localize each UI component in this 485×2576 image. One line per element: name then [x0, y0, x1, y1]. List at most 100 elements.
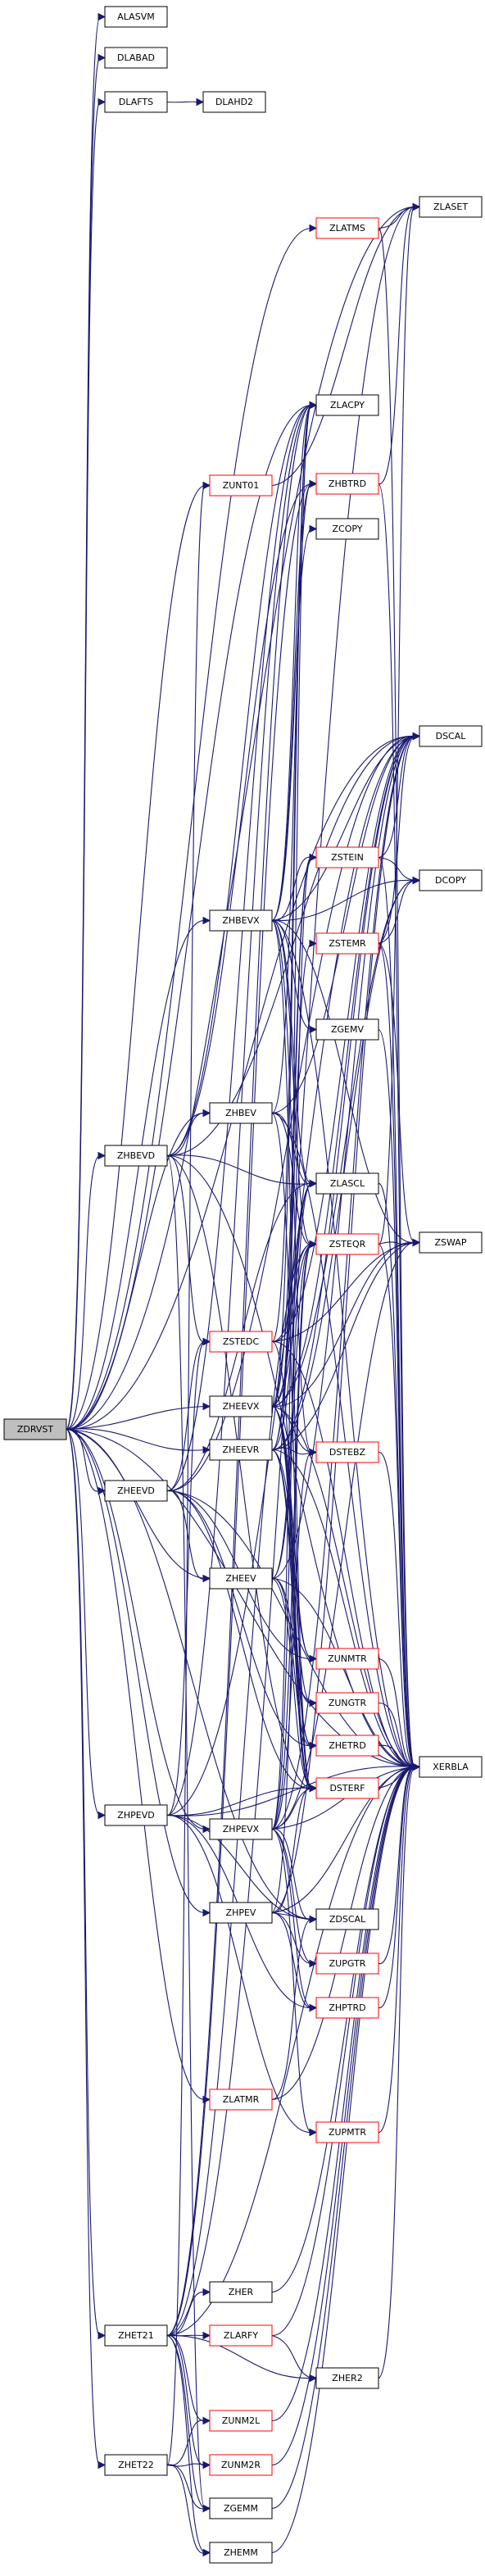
node-label: ZUNT01 — [223, 480, 260, 491]
node-zhpevx[interactable]: ZHPEVX — [209, 1818, 273, 1840]
edge-zhpevx-to-zswap — [271, 1238, 421, 1830]
edge-line — [378, 227, 415, 1768]
node-label: ZLASET — [433, 202, 468, 212]
node-zlacpy[interactable]: ZLACPY — [315, 394, 379, 416]
node-zstemr[interactable]: ZSTEMR — [315, 932, 379, 955]
node-zupgtr[interactable]: ZUPGTR — [315, 1952, 379, 1975]
node-box — [419, 1756, 483, 1778]
node-zgemv[interactable]: ZGEMV — [315, 1018, 379, 1041]
node-box — [209, 2542, 273, 2564]
node-zlatms[interactable]: ZLATMS — [315, 217, 379, 239]
edge-line — [66, 16, 101, 1431]
edge-line — [166, 1490, 206, 1580]
node-zhet22[interactable]: ZHET22 — [104, 2454, 168, 2476]
node-alasvm[interactable]: ALASVM — [104, 6, 168, 28]
edge-line — [271, 879, 415, 1408]
node-xerbla[interactable]: XERBLA — [419, 1756, 483, 1778]
node-zunm2r[interactable]: ZUNM2R — [209, 2454, 273, 2476]
node-box — [315, 1233, 379, 1255]
node-zheevr[interactable]: ZHEEVR — [209, 1439, 273, 1461]
edge-line — [271, 735, 415, 1830]
edge-zdrvst-to-zhet21 — [66, 1428, 107, 2340]
edge-line — [166, 2464, 206, 2554]
node-zupmtr[interactable]: ZUPMTR — [315, 2121, 379, 2143]
node-zstein[interactable]: ZSTEIN — [315, 846, 379, 868]
edge-arrowhead — [412, 732, 421, 741]
node-zhet21[interactable]: ZHET21 — [104, 2324, 168, 2347]
edge-arrowhead — [309, 479, 318, 488]
node-dlahd2[interactable]: DLAHD2 — [202, 91, 266, 113]
node-zhbevx[interactable]: ZHBEVX — [209, 909, 273, 932]
node-zher2[interactable]: ZHER2 — [315, 2367, 379, 2389]
node-dscal[interactable]: DSCAL — [419, 725, 483, 747]
node-box — [315, 1441, 379, 1463]
node-zswap[interactable]: ZSWAP — [419, 1231, 483, 1254]
node-zheevx[interactable]: ZHEEVX — [209, 1395, 273, 1417]
node-zstedc[interactable]: ZSTEDC — [209, 1331, 273, 1353]
node-zhetrd[interactable]: ZHETRD — [315, 1735, 379, 1757]
node-zlatmr[interactable]: ZLATMR — [209, 2088, 273, 2111]
node-box — [315, 1777, 379, 1799]
node-dstebz[interactable]: DSTEBZ — [315, 1441, 379, 1463]
edge-arrowhead — [412, 202, 421, 211]
node-zunm2l[interactable]: ZUNM2L — [209, 2410, 273, 2432]
edge-line — [271, 1912, 312, 1965]
edge-line — [271, 1828, 312, 2009]
node-zhemm[interactable]: ZHEMM — [209, 2542, 273, 2564]
edge-zhet22-to-zunm2l — [166, 2416, 211, 2466]
node-zhpevd[interactable]: ZHPEVD — [104, 1804, 168, 1826]
node-zheevd[interactable]: ZHEEVD — [104, 1480, 168, 1502]
node-box — [315, 1952, 379, 1975]
node-dlafts[interactable]: DLAFTS — [104, 91, 168, 113]
node-label: ZSTEDC — [223, 1336, 260, 1347]
node-zlarfy[interactable]: ZLARFY — [209, 2324, 273, 2347]
node-zunt01[interactable]: ZUNT01 — [209, 474, 273, 497]
edge-zdrvst-to-zlatmr — [66, 1428, 211, 2104]
node-zlascl[interactable]: ZLASCL — [315, 1172, 379, 1195]
node-zhpev[interactable]: ZHPEV — [209, 1902, 273, 1924]
node-zhbevd[interactable]: ZHBEVD — [104, 1145, 168, 1167]
node-zdrvst[interactable]: ZDRVST — [3, 1418, 67, 1440]
node-zunmtr[interactable]: ZUNMTR — [315, 1648, 379, 1670]
node-zgemm[interactable]: ZGEMM — [209, 2497, 273, 2519]
edge-line — [166, 1154, 312, 1185]
edge-line — [378, 1766, 415, 1965]
node-zsteqr[interactable]: ZSTEQR — [315, 1233, 379, 1255]
node-label: ZGEMM — [224, 2503, 258, 2514]
edge-line — [378, 1243, 415, 1768]
edge-line — [271, 1787, 312, 1914]
edge-line — [271, 1766, 415, 2554]
node-zhbtrd[interactable]: ZHBTRD — [315, 473, 379, 495]
node-zhbev[interactable]: ZHBEV — [209, 1102, 273, 1124]
node-zcopy[interactable]: ZCOPY — [315, 518, 379, 540]
node-label: ZUPGTR — [329, 1958, 366, 1969]
node-box — [209, 2281, 273, 2303]
edge-line — [271, 735, 415, 1914]
edge-line — [271, 879, 415, 922]
node-zdscal[interactable]: ZDSCAL — [315, 1908, 379, 1930]
node-dlabad[interactable]: DLABAD — [104, 47, 168, 69]
edge-zdrvst-to-zhbevx — [66, 916, 211, 1431]
edge-arrowhead — [309, 853, 318, 862]
node-label: ZUNM2L — [222, 2415, 261, 2426]
node-zungtr[interactable]: ZUNGTR — [315, 1692, 379, 1714]
node-zhptrd[interactable]: ZHPTRD — [315, 1997, 379, 2019]
edge-line — [166, 1340, 206, 1492]
edge-arrowhead — [309, 1915, 318, 1924]
node-zher[interactable]: ZHER — [209, 2281, 273, 2303]
node-box — [315, 2121, 379, 2143]
edge-arrowhead — [97, 2331, 107, 2340]
node-label: ZCOPY — [333, 524, 363, 534]
node-label: XERBLA — [433, 1762, 469, 1772]
node-zheev[interactable]: ZHEEV — [209, 1567, 273, 1590]
edge-line — [378, 206, 415, 1245]
edge-line — [271, 1182, 312, 1580]
edge-line — [66, 1428, 415, 1768]
node-dsterf[interactable]: DSTERF — [315, 1777, 379, 1799]
node-zlaset[interactable]: ZLASET — [419, 196, 483, 218]
node-dcopy[interactable]: DCOPY — [419, 869, 483, 891]
edge-line — [271, 1112, 415, 1768]
edge-arrowhead — [309, 1448, 318, 1457]
node-label: DLAHD2 — [215, 97, 253, 107]
edge-line — [271, 1828, 312, 2134]
